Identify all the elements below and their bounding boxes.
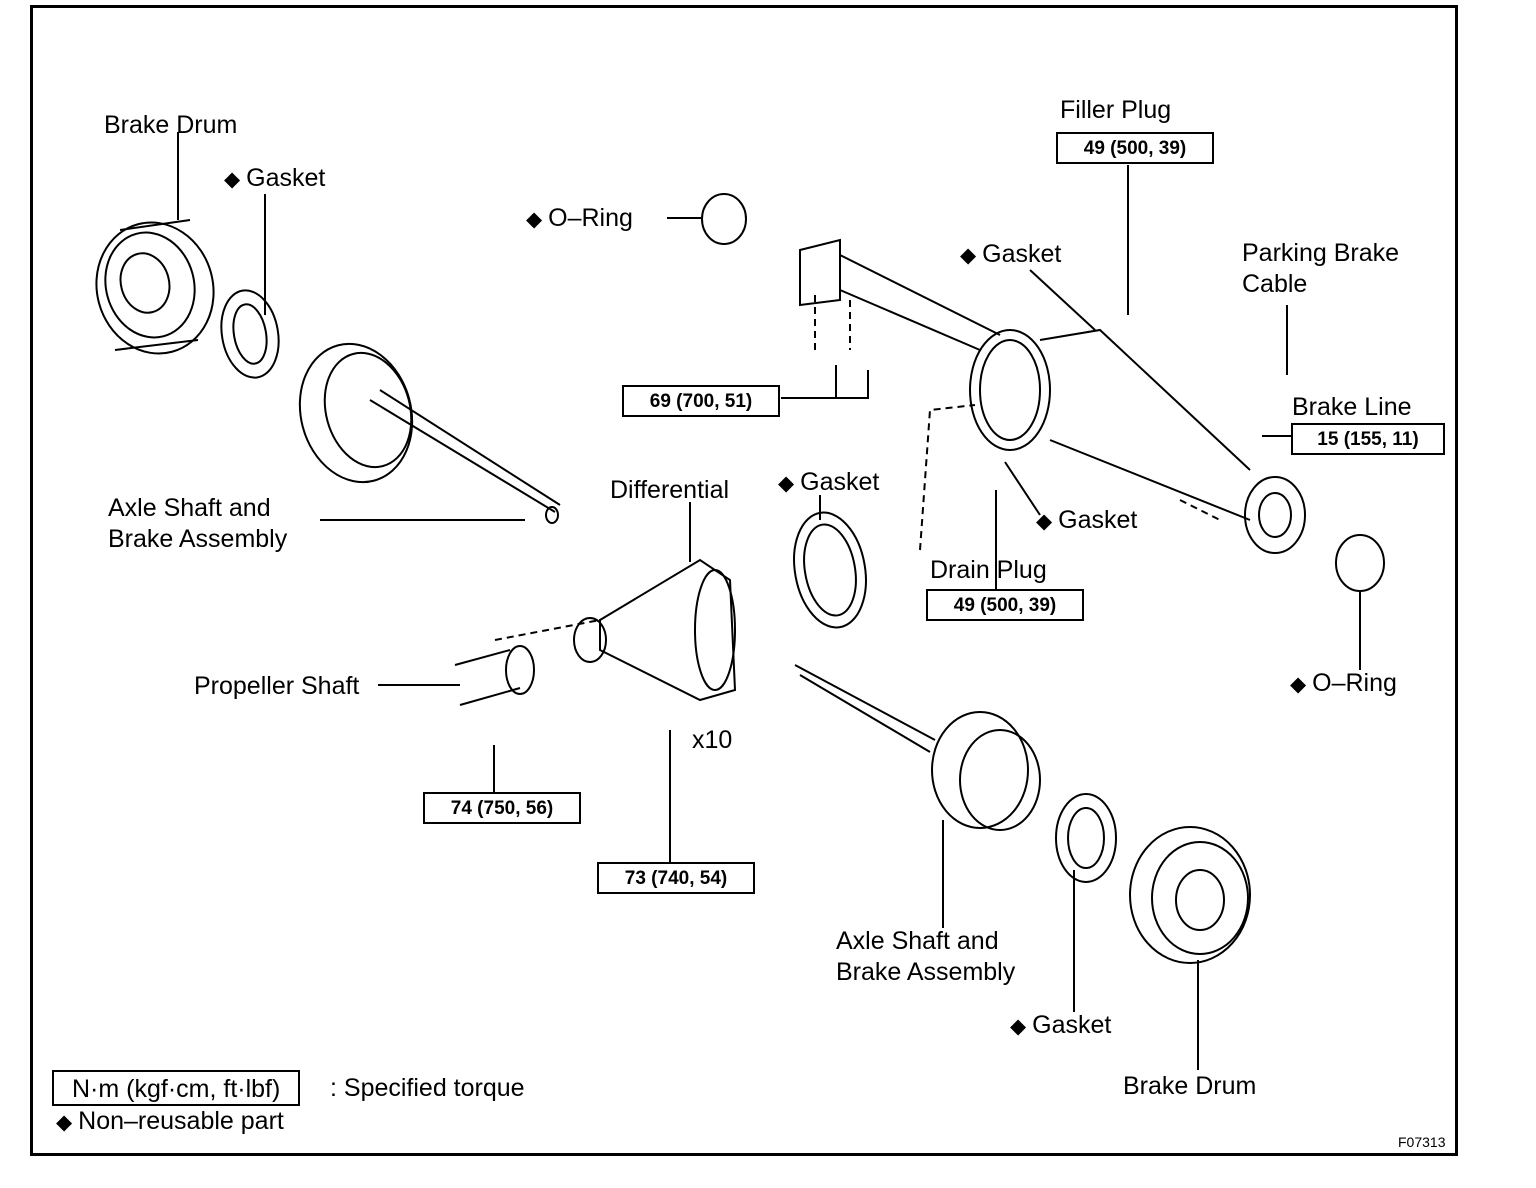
brake-drum-left-drawing (95, 219, 215, 355)
axle-shaft-right-drawing (794, 664, 1041, 831)
diamond-icon: ◆ (526, 208, 543, 231)
label-o-ring-top: ◆O–Ring (526, 204, 633, 232)
label-gasket-right: ◆Gasket (1010, 1011, 1112, 1039)
differential-drawing (573, 558, 737, 702)
gasket-right-drawing (1055, 793, 1117, 883)
torque-differential: 73 (740, 54) (597, 862, 755, 894)
torque-brake-line: 15 (155, 11) (1291, 423, 1445, 455)
axle-housing-drawing (799, 238, 1306, 554)
o-ring-top-drawing (701, 193, 747, 245)
o-ring-right-drawing (1335, 534, 1385, 592)
axle-shaft-left-drawing (298, 342, 561, 524)
figure-frame (30, 5, 1458, 1156)
propeller-shaft-drawing (454, 645, 535, 706)
legend-torque-desc: : Specified torque (330, 1074, 525, 1102)
label-o-ring-right: ◆O–Ring (1290, 669, 1397, 697)
label-filler-plug: Filler Plug (1060, 96, 1172, 124)
legend-non-reusable: ◆Non–reusable part (56, 1107, 284, 1135)
brake-drum-right-drawing (1129, 826, 1251, 964)
diamond-icon: ◆ (778, 472, 795, 495)
label-propeller-shaft: Propeller Shaft (194, 672, 360, 700)
label-brake-line: Brake Line (1292, 393, 1412, 421)
label-gasket-housing: ◆Gasket (778, 468, 880, 496)
diamond-icon: ◆ (224, 168, 241, 191)
legend-torque-box: N·m (kgf·cm, ft·lbf) (52, 1070, 301, 1106)
diamond-icon: ◆ (960, 244, 977, 267)
diamond-icon: ◆ (1010, 1015, 1027, 1038)
torque-housing-bolts: 69 (700, 51) (622, 385, 780, 417)
label-drain-plug: Drain Plug (930, 556, 1047, 584)
label-brake-drum-right: Brake Drum (1123, 1072, 1257, 1100)
diamond-icon: ◆ (56, 1111, 73, 1134)
label-gasket-left: ◆Gasket (224, 164, 326, 192)
diamond-icon: ◆ (1290, 673, 1307, 696)
label-differential: Differential (610, 476, 730, 504)
label-brake-drum-left: Brake Drum (104, 111, 238, 139)
label-gasket-filler: ◆Gasket (960, 240, 1062, 268)
torque-drain-plug: 49 (500, 39) (926, 589, 1084, 621)
diamond-icon: ◆ (1036, 510, 1053, 533)
torque-filler-plug: 49 (500, 39) (1056, 132, 1214, 164)
label-x10: x10 (692, 726, 733, 754)
torque-propeller-shaft: 74 (750, 56) (423, 792, 581, 824)
label-gasket-drain: ◆Gasket (1036, 506, 1138, 534)
figure-code: F07313 (1398, 1134, 1446, 1150)
gasket-left-drawing (220, 289, 280, 379)
